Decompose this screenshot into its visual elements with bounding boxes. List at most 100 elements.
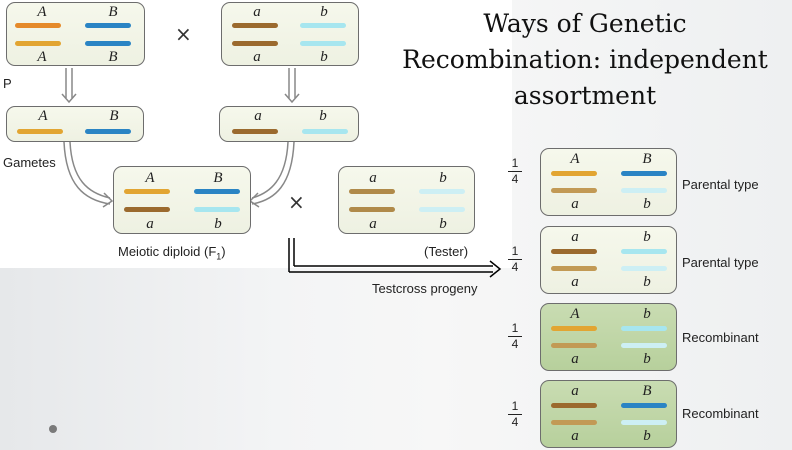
cross-symbol: × <box>288 190 305 214</box>
allele-label: b <box>439 216 447 232</box>
fraction-denominator: 4 <box>511 260 519 274</box>
allele-label: b <box>214 216 222 232</box>
chromosome-A <box>15 23 61 28</box>
allele-label: A <box>570 151 580 167</box>
tester-box: a b a b <box>338 166 475 234</box>
chromosome-b <box>194 207 240 212</box>
allele-label: a <box>253 4 261 20</box>
allele-label: a <box>571 229 579 245</box>
chromosome-A <box>551 326 597 331</box>
chromosome-B <box>621 171 667 176</box>
allele-label: b <box>643 351 651 367</box>
chromosome-B <box>621 403 667 408</box>
chromosome-a <box>349 189 395 194</box>
chromosome-a <box>124 207 170 212</box>
progeny-type-label: Parental type <box>682 177 759 192</box>
chromosome-B <box>85 129 131 134</box>
allele-label: b <box>320 4 328 20</box>
arrow-gamete-left-to-f1 <box>63 141 114 208</box>
chromosome-b <box>621 343 667 348</box>
chromosome-b <box>419 189 465 194</box>
allele-label: a <box>146 216 154 232</box>
slide-title: Ways of Genetic Recombination: independe… <box>402 9 768 110</box>
allele-label: b <box>643 306 651 322</box>
chromosome-b <box>621 326 667 331</box>
progeny-box: a B a b <box>540 380 677 448</box>
chromosome-a <box>551 343 597 348</box>
p-label: P <box>3 76 12 91</box>
chromosome-A <box>17 129 63 134</box>
allele-label: a <box>253 49 261 65</box>
chromosome-a <box>551 188 597 193</box>
allele-label: b <box>643 274 651 290</box>
fraction-numerator: 1 <box>511 399 519 413</box>
cross-symbol: × <box>175 22 192 46</box>
chromosome-b <box>621 266 667 271</box>
allele-label: b <box>320 49 328 65</box>
allele-label: B <box>108 4 118 20</box>
arrow-p-left-to-gamete <box>61 68 77 104</box>
allele-label: a <box>571 383 579 399</box>
parent-ab-recessive-box: a b a b <box>221 2 359 66</box>
progeny-box: a b a b <box>540 226 677 294</box>
f1-label-text: Meiotic diploid (F <box>118 244 217 259</box>
chromosome-b <box>621 249 667 254</box>
chromosome-B <box>194 189 240 194</box>
slide-bullet <box>49 425 57 433</box>
progeny-box: A b a b <box>540 303 677 371</box>
allele-label: B <box>213 170 223 186</box>
f1-diploid-box: A B a b <box>113 166 251 234</box>
chromosome-A <box>15 41 61 46</box>
allele-label: A <box>570 306 580 322</box>
fraction-denominator: 4 <box>511 337 519 351</box>
chromosome-b <box>419 207 465 212</box>
chromosome-a <box>551 403 597 408</box>
chromosome-a <box>232 23 278 28</box>
f1-label-subscript: 1 <box>216 251 222 262</box>
allele-label: a <box>571 428 579 444</box>
chromosome-B <box>85 23 131 28</box>
gamete-ab-recessive-box: a b <box>219 106 359 142</box>
allele-label: B <box>109 108 119 124</box>
chromosome-A <box>551 171 597 176</box>
allele-label: B <box>108 49 118 65</box>
chromosome-B <box>85 41 131 46</box>
allele-label: b <box>319 108 327 124</box>
allele-label: b <box>439 170 447 186</box>
chromosome-b <box>300 41 346 46</box>
chromosome-b <box>621 188 667 193</box>
chromosome-a <box>232 41 278 46</box>
chromosome-b <box>300 23 346 28</box>
progeny-type-label: Recombinant <box>682 406 759 421</box>
fraction-numerator: 1 <box>511 244 519 258</box>
arrow-testcross <box>288 238 502 278</box>
f1-label-close: ) <box>221 244 226 259</box>
arrow-p-right-to-gamete <box>284 68 300 104</box>
parent-ab-box: A B A B <box>6 2 145 66</box>
allele-label: A <box>37 4 47 20</box>
allele-label: a <box>571 196 579 212</box>
allele-label: a <box>254 108 262 124</box>
chromosome-a <box>232 129 278 134</box>
progeny-type-label: Parental type <box>682 255 759 270</box>
allele-label: A <box>145 170 155 186</box>
chromosome-A <box>124 189 170 194</box>
fraction-denominator: 4 <box>511 172 519 186</box>
allele-label: b <box>643 229 651 245</box>
allele-label: B <box>642 383 652 399</box>
testcross-progeny-label: Testcross progeny <box>372 281 478 296</box>
fraction-numerator: 1 <box>511 321 519 335</box>
chromosome-a <box>551 420 597 425</box>
gametes-label: Gametes <box>3 155 56 170</box>
chromosome-b <box>621 420 667 425</box>
fraction-numerator: 1 <box>511 156 519 170</box>
progeny-box: A B a b <box>540 148 677 216</box>
allele-label: a <box>571 351 579 367</box>
f1-label: Meiotic diploid (F1) <box>118 244 226 262</box>
chromosome-b <box>302 129 348 134</box>
allele-label: a <box>571 274 579 290</box>
